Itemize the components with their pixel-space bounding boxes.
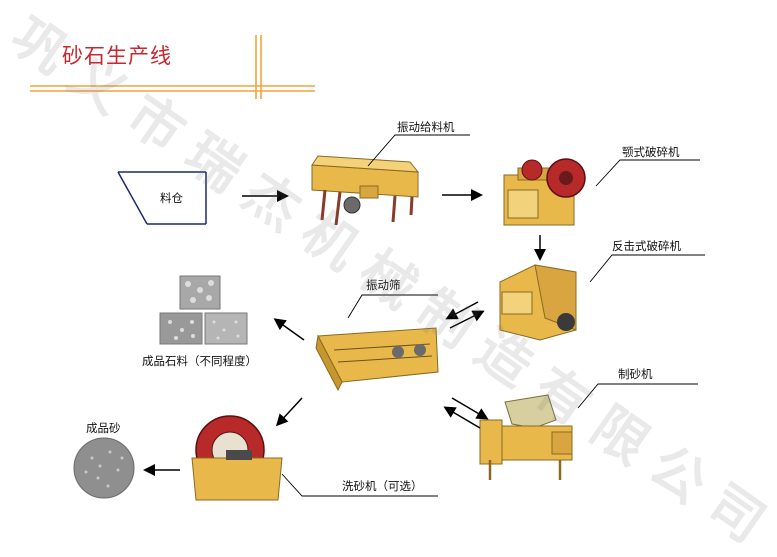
finished-stone-samples-icon <box>159 275 248 345</box>
leader-washer <box>281 473 438 497</box>
sand-making-machine-icon <box>479 394 573 480</box>
leader-sandmaker <box>577 383 698 409</box>
sand-washing-machine-icon <box>191 415 283 501</box>
arrow-screen-to-washer <box>275 397 303 427</box>
leader-jaw <box>595 159 700 187</box>
label-hopper: 料仓 <box>160 191 183 205</box>
hopper-icon <box>117 171 207 225</box>
arrow-sandmaker-to-screen <box>443 406 481 429</box>
finished-sand-icon <box>73 437 135 499</box>
jaw-crusher-icon <box>503 158 586 226</box>
label-finished-sand: 成品砂 <box>86 421 121 435</box>
leader-impact <box>589 254 705 283</box>
label-finished-stone: 成品石料（不同程度） <box>142 354 257 368</box>
label-vibrating-screen: 振动筛 <box>366 278 401 292</box>
page-title: 砂石生产线 <box>62 44 172 68</box>
arrow-screen-to-sandmaker <box>451 397 489 420</box>
label-impact-crusher: 反击式破碎机 <box>612 239 681 253</box>
label-jaw-crusher: 颚式破碎机 <box>622 145 680 159</box>
arrow-screen-to-impact <box>449 310 485 329</box>
label-sand-maker: 制砂机 <box>618 367 653 381</box>
vibrating-feeder-icon <box>311 155 420 226</box>
vibrating-screen-icon <box>315 327 439 392</box>
label-sand-washer: 洗砂机（可选） <box>342 479 423 493</box>
impact-crusher-icon <box>499 264 577 341</box>
arrow-impact-to-screen <box>445 301 479 320</box>
label-vibrating-feeder: 振动给料机 <box>397 120 455 134</box>
arrow-screen-to-stone <box>273 318 305 341</box>
leader-screen <box>347 294 438 319</box>
leader-feeder <box>367 134 470 167</box>
diagram-canvas <box>30 35 705 501</box>
